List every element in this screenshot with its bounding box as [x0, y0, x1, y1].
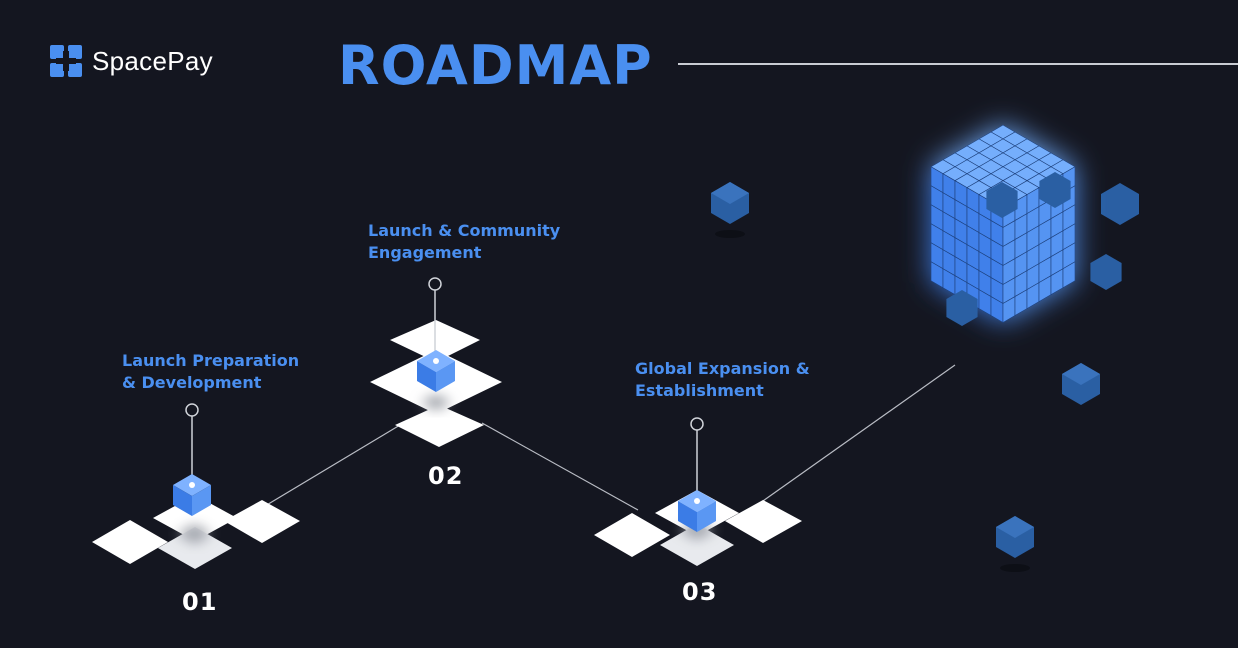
logo-mark-icon — [50, 45, 82, 77]
brand-logo: SpacePay — [50, 45, 213, 77]
phase-02-number: 02 — [428, 462, 464, 490]
phase-02-label-line2: Engagement — [368, 243, 482, 262]
pin-marker-icon — [185, 403, 199, 417]
floating-cube-icon — [996, 516, 1034, 572]
phase-03-number: 03 — [682, 578, 718, 606]
connector-1-2 — [254, 424, 401, 513]
brand-name: SpacePay — [92, 45, 213, 76]
page-title: ROADMAP — [338, 34, 653, 97]
phase-01-number: 01 — [182, 588, 218, 616]
cube-icon — [417, 350, 455, 392]
floating-cube-icon — [711, 182, 749, 238]
title-divider — [678, 63, 1238, 65]
cube-icon — [173, 474, 211, 516]
phase-01-label-line1: Launch Preparation — [122, 351, 300, 370]
platform-01 — [92, 495, 300, 569]
phase-03-label-line1: Global Expansion & — [635, 359, 810, 378]
floating-cube-icon — [1062, 363, 1100, 405]
phase-02-label: Launch & Community Engagement — [368, 220, 560, 264]
connector-lines — [254, 364, 956, 513]
pin-marker-icon — [428, 277, 442, 291]
phase-02-label-line1: Launch & Community — [368, 221, 561, 240]
platform-03 — [594, 490, 802, 566]
voxel-cube-icon — [930, 124, 1122, 326]
phase-03-label: Global Expansion & Establishment — [635, 358, 810, 402]
connector-2-3 — [481, 422, 639, 511]
phase-01-label-line2: & Development — [122, 373, 262, 392]
phase-03-label-line2: Establishment — [635, 381, 764, 400]
cube-icon — [678, 490, 716, 532]
connector-3-cube — [759, 364, 956, 504]
pin-marker-icon — [690, 417, 704, 431]
pin-markers — [185, 277, 704, 498]
phase-01-label: Launch Preparation & Development — [122, 350, 299, 394]
floating-cube-icon — [1101, 183, 1139, 225]
